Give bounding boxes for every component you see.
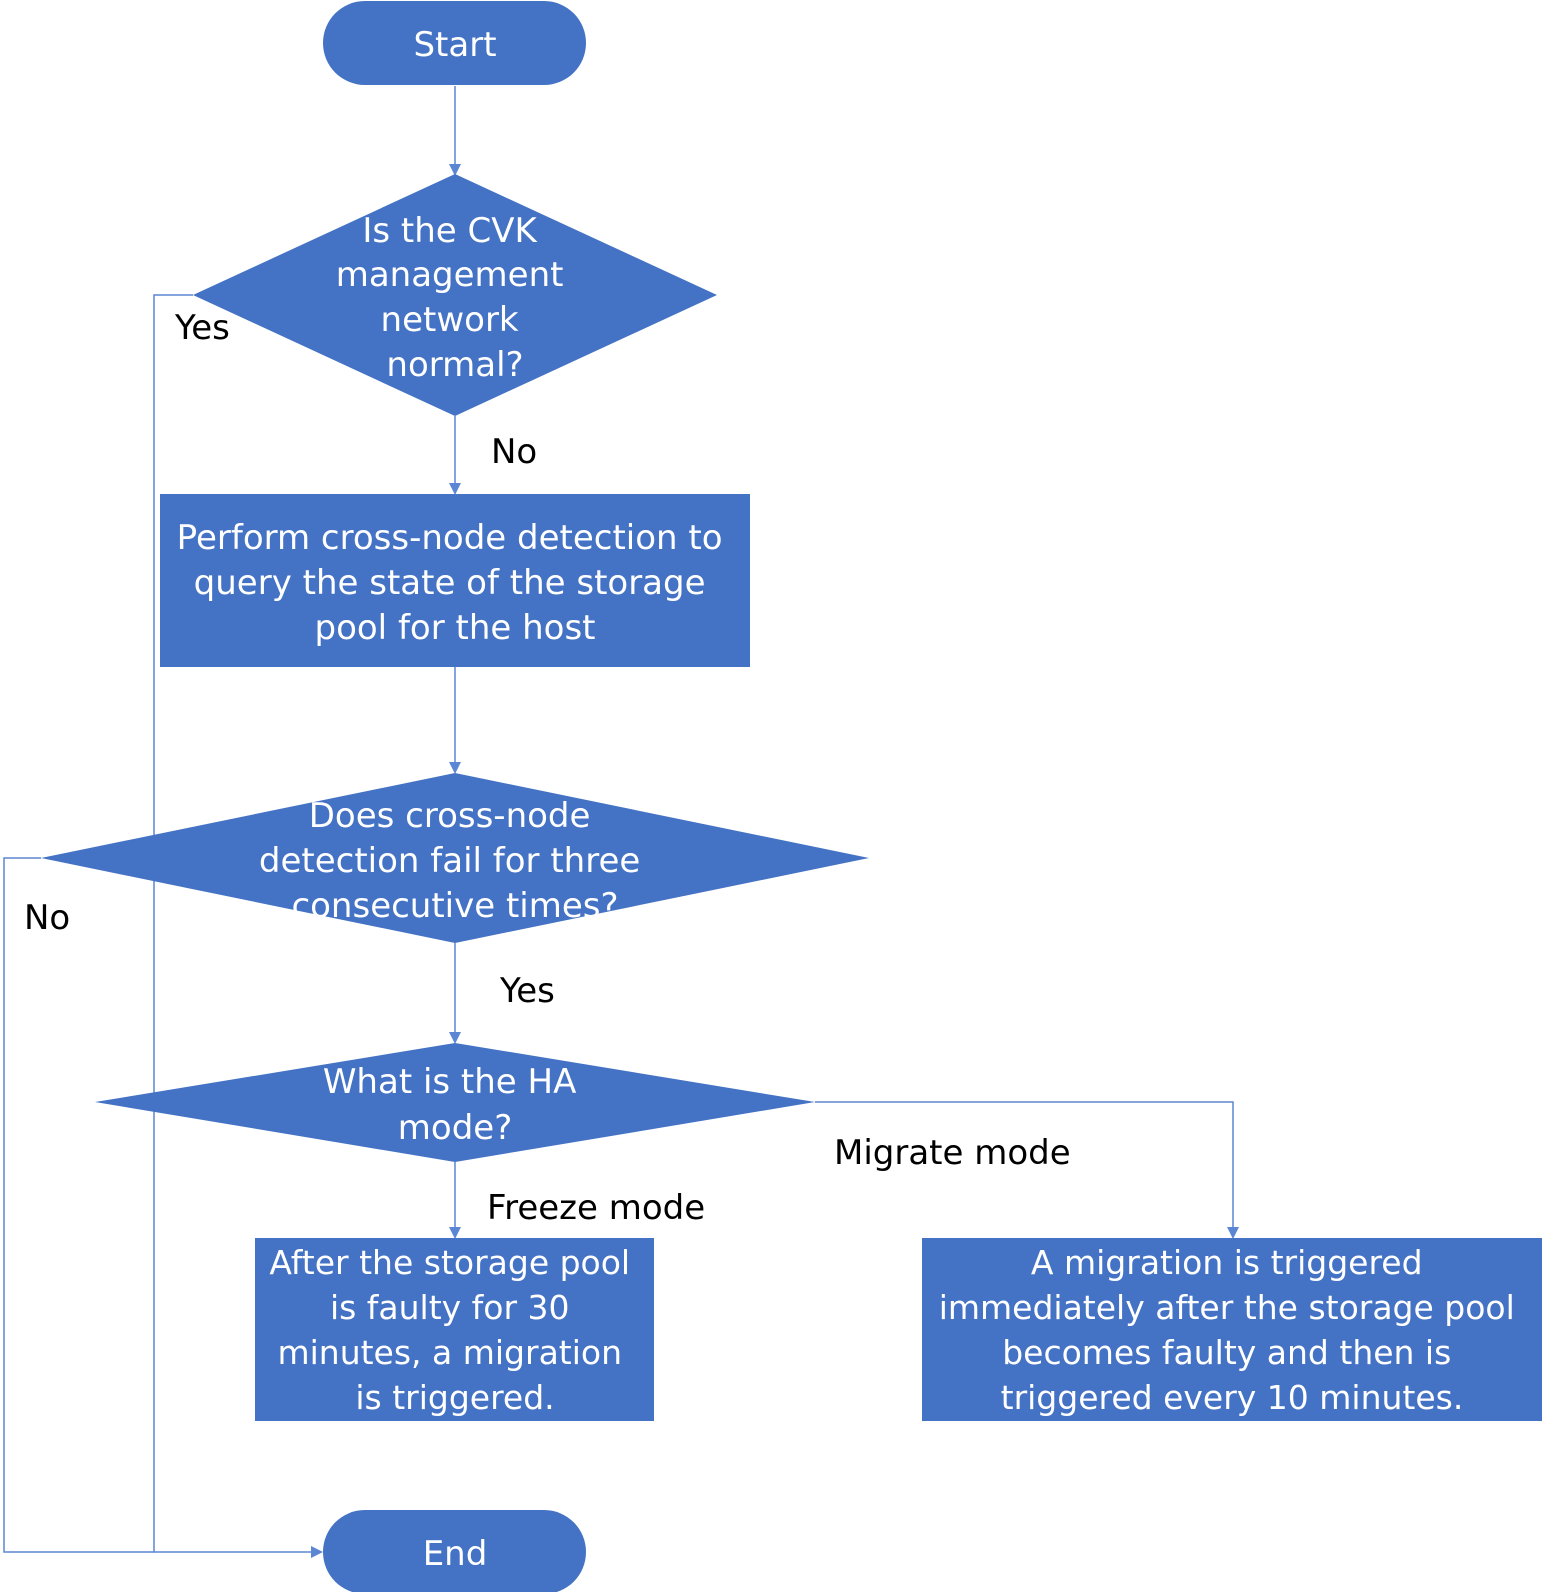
process-freeze-line-3: minutes, a migration: [277, 1333, 622, 1372]
process-migrate-node: [922, 1238, 1542, 1421]
decision-ha-line-2: mode?: [398, 1108, 512, 1148]
edge-label-fail-no: No: [24, 898, 70, 938]
decision-fail-node: [41, 773, 869, 943]
decision-network-node: [193, 174, 717, 416]
process-migrate-line-3: becomes faulty and then is: [1002, 1333, 1451, 1372]
process-freeze-line-2: is faulty for 30: [330, 1288, 570, 1327]
decision-network-line-4: normal?: [386, 345, 523, 385]
process-freeze-label: After the storage pool is faulty for 30 …: [269, 1243, 640, 1417]
process-freeze-node: [255, 1238, 654, 1421]
decision-network-line-1: Is the CVK: [362, 211, 538, 251]
connector-network-yes-to-end: [153, 294, 323, 1558]
decision-fail-line-1: Does cross-node: [309, 796, 591, 836]
edge-label-network-yes: Yes: [174, 308, 230, 348]
edge-label-network-no: No: [491, 432, 537, 472]
process-freeze-line-4: is triggered.: [355, 1378, 554, 1417]
edge-label-freeze-mode: Freeze mode: [487, 1188, 705, 1228]
process-freeze-line-1: After the storage pool: [269, 1243, 630, 1282]
decision-ha-label: What is the HA mode?: [323, 1062, 587, 1148]
process-migrate-line-4: triggered every 10 minutes.: [1001, 1378, 1464, 1417]
edge-label-fail-yes: Yes: [499, 971, 555, 1011]
connector-ha-to-migrate: [815, 1101, 1239, 1239]
process-detection-line-2: query the state of the storage: [194, 563, 706, 603]
start-node: [323, 1, 586, 85]
decision-network-label: Is the CVK management network normal?: [336, 211, 575, 385]
process-detection-node: [160, 494, 750, 667]
decision-fail-label: Does cross-node detection fail for three…: [259, 796, 651, 926]
decision-fail-line-3: consecutive times?: [291, 886, 618, 926]
process-detection-label: Perform cross-node detection to query th…: [177, 518, 734, 648]
start-label: Start: [413, 25, 496, 65]
decision-network-line-3: network: [381, 300, 519, 340]
process-migrate-label: A migration is triggered immediately aft…: [939, 1243, 1526, 1417]
connector-fail-no-to-end: [3, 857, 154, 1553]
edge-label-migrate-mode: Migrate mode: [834, 1133, 1071, 1173]
end-label: End: [423, 1534, 488, 1574]
process-detection-line-3: pool for the host: [315, 608, 596, 648]
process-detection-line-1: Perform cross-node detection to: [177, 518, 723, 558]
decision-fail-line-2: detection fail for three: [259, 841, 640, 881]
process-migrate-line-2: immediately after the storage pool: [939, 1288, 1515, 1327]
process-migrate-line-1: A migration is triggered: [1031, 1243, 1423, 1282]
decision-network-line-2: management: [336, 255, 564, 295]
decision-ha-line-1: What is the HA: [323, 1062, 577, 1102]
end-node: [323, 1510, 586, 1592]
decision-ha-node: [95, 1043, 815, 1162]
